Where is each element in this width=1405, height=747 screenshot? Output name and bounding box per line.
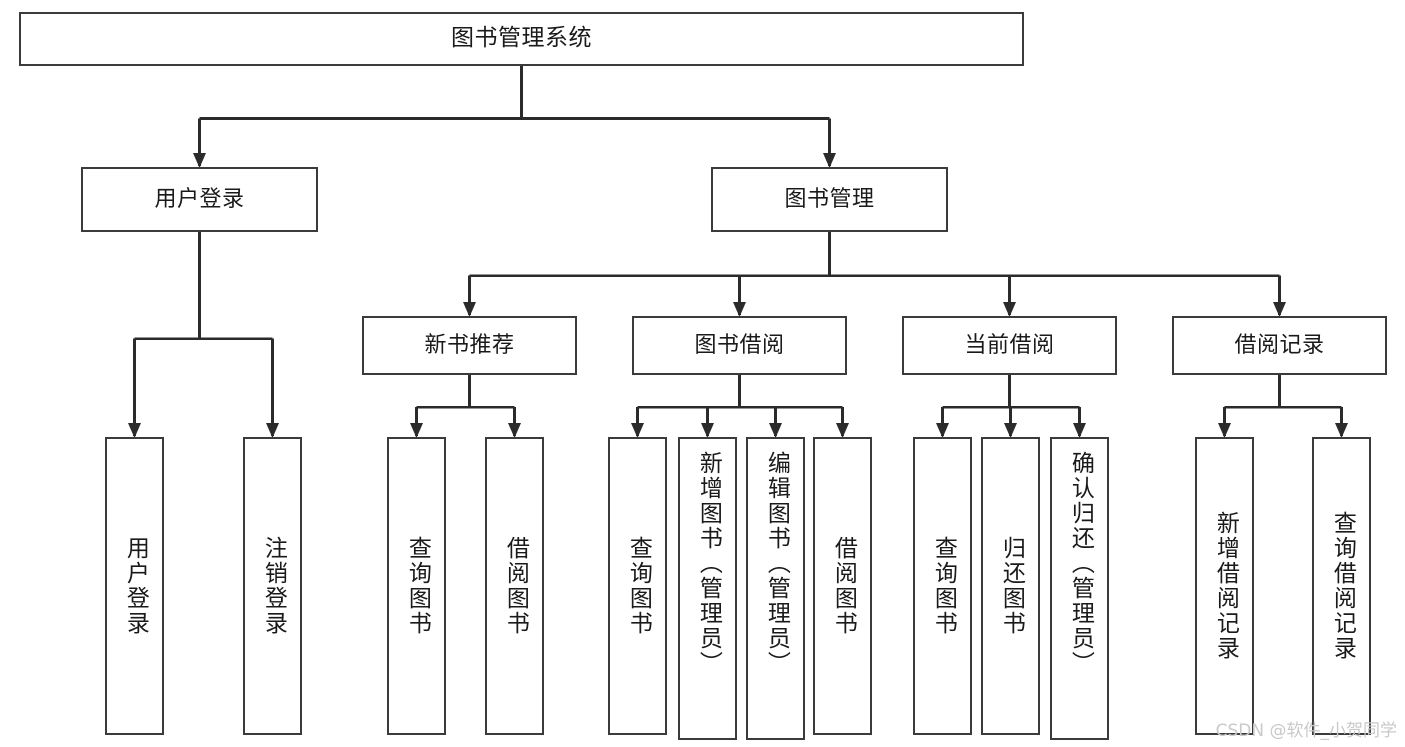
edge-arrowhead <box>508 423 521 438</box>
edge-arrowhead <box>701 423 714 438</box>
node-l3[interactable]: 查询图书 <box>387 437 446 735</box>
node-label: 注销登录 <box>260 536 287 636</box>
node-label: 图书借阅 <box>694 332 785 358</box>
node-label: 图书管理系统 <box>451 25 592 52</box>
edge-arrowhead <box>631 423 644 438</box>
node-login[interactable]: 用户登录 <box>81 167 318 232</box>
edge-arrowhead <box>266 423 279 438</box>
edge-arrowhead <box>769 423 782 438</box>
node-label: 借阅图书 <box>502 536 529 636</box>
node-label: 用户登录 <box>154 186 245 212</box>
edge-arrowhead <box>128 423 141 438</box>
edge-arrowhead <box>836 423 849 438</box>
node-l1[interactable]: 用户登录 <box>105 437 164 735</box>
node-records[interactable]: 借阅记录 <box>1172 316 1387 375</box>
node-root[interactable]: 图书管理系统 <box>19 12 1024 66</box>
node-l7[interactable]: 编辑图书（管理员） <box>746 437 805 740</box>
edge-arrowhead <box>1073 423 1086 438</box>
node-label: 新增图书（管理员） <box>695 451 722 676</box>
node-label: 查询图书 <box>625 536 652 636</box>
edge-arrowhead <box>463 302 476 317</box>
edge-arrowhead <box>1218 423 1231 438</box>
edge-arrowhead <box>936 423 949 438</box>
node-label: 确认归还（管理员） <box>1067 451 1094 676</box>
node-l6[interactable]: 新增图书（管理员） <box>678 437 737 740</box>
node-label: 当前借阅 <box>964 332 1055 358</box>
edge-arrowhead <box>1273 302 1286 317</box>
node-current[interactable]: 当前借阅 <box>902 316 1117 375</box>
node-label: 查询图书 <box>404 536 431 636</box>
node-l4[interactable]: 借阅图书 <box>485 437 544 735</box>
edge-arrowhead <box>1335 423 1348 438</box>
edge-arrowhead <box>733 302 746 317</box>
edge-arrowhead <box>1004 423 1017 438</box>
node-l9[interactable]: 查询图书 <box>913 437 972 735</box>
node-label: 图书管理 <box>784 186 875 212</box>
node-l8[interactable]: 借阅图书 <box>813 437 872 735</box>
node-l13[interactable]: 查询借阅记录 <box>1312 437 1371 735</box>
node-label: 借阅记录 <box>1234 332 1325 358</box>
node-l10[interactable]: 归还图书 <box>981 437 1040 735</box>
node-l11[interactable]: 确认归还（管理员） <box>1050 437 1109 740</box>
edge-arrowhead <box>823 153 836 168</box>
node-label: 编辑图书（管理员） <box>763 451 790 676</box>
node-l5[interactable]: 查询图书 <box>608 437 667 735</box>
node-label: 查询借阅记录 <box>1329 511 1356 661</box>
edge-arrowhead <box>1003 302 1016 317</box>
node-label: 查询图书 <box>930 536 957 636</box>
node-label: 新增借阅记录 <box>1212 511 1239 661</box>
edge-arrowhead <box>193 153 206 168</box>
node-newbook[interactable]: 新书推荐 <box>362 316 577 375</box>
node-label: 新书推荐 <box>424 332 515 358</box>
node-l2[interactable]: 注销登录 <box>243 437 302 735</box>
node-label: 归还图书 <box>998 536 1025 636</box>
node-label: 借阅图书 <box>830 536 857 636</box>
watermark: CSDN @软件_小贺同学 <box>1215 721 1397 741</box>
node-label: 用户登录 <box>122 536 149 636</box>
edge-arrowhead <box>410 423 423 438</box>
node-borrow[interactable]: 图书借阅 <box>632 316 847 375</box>
node-bookmgmt[interactable]: 图书管理 <box>711 167 948 232</box>
node-l12[interactable]: 新增借阅记录 <box>1195 437 1254 735</box>
